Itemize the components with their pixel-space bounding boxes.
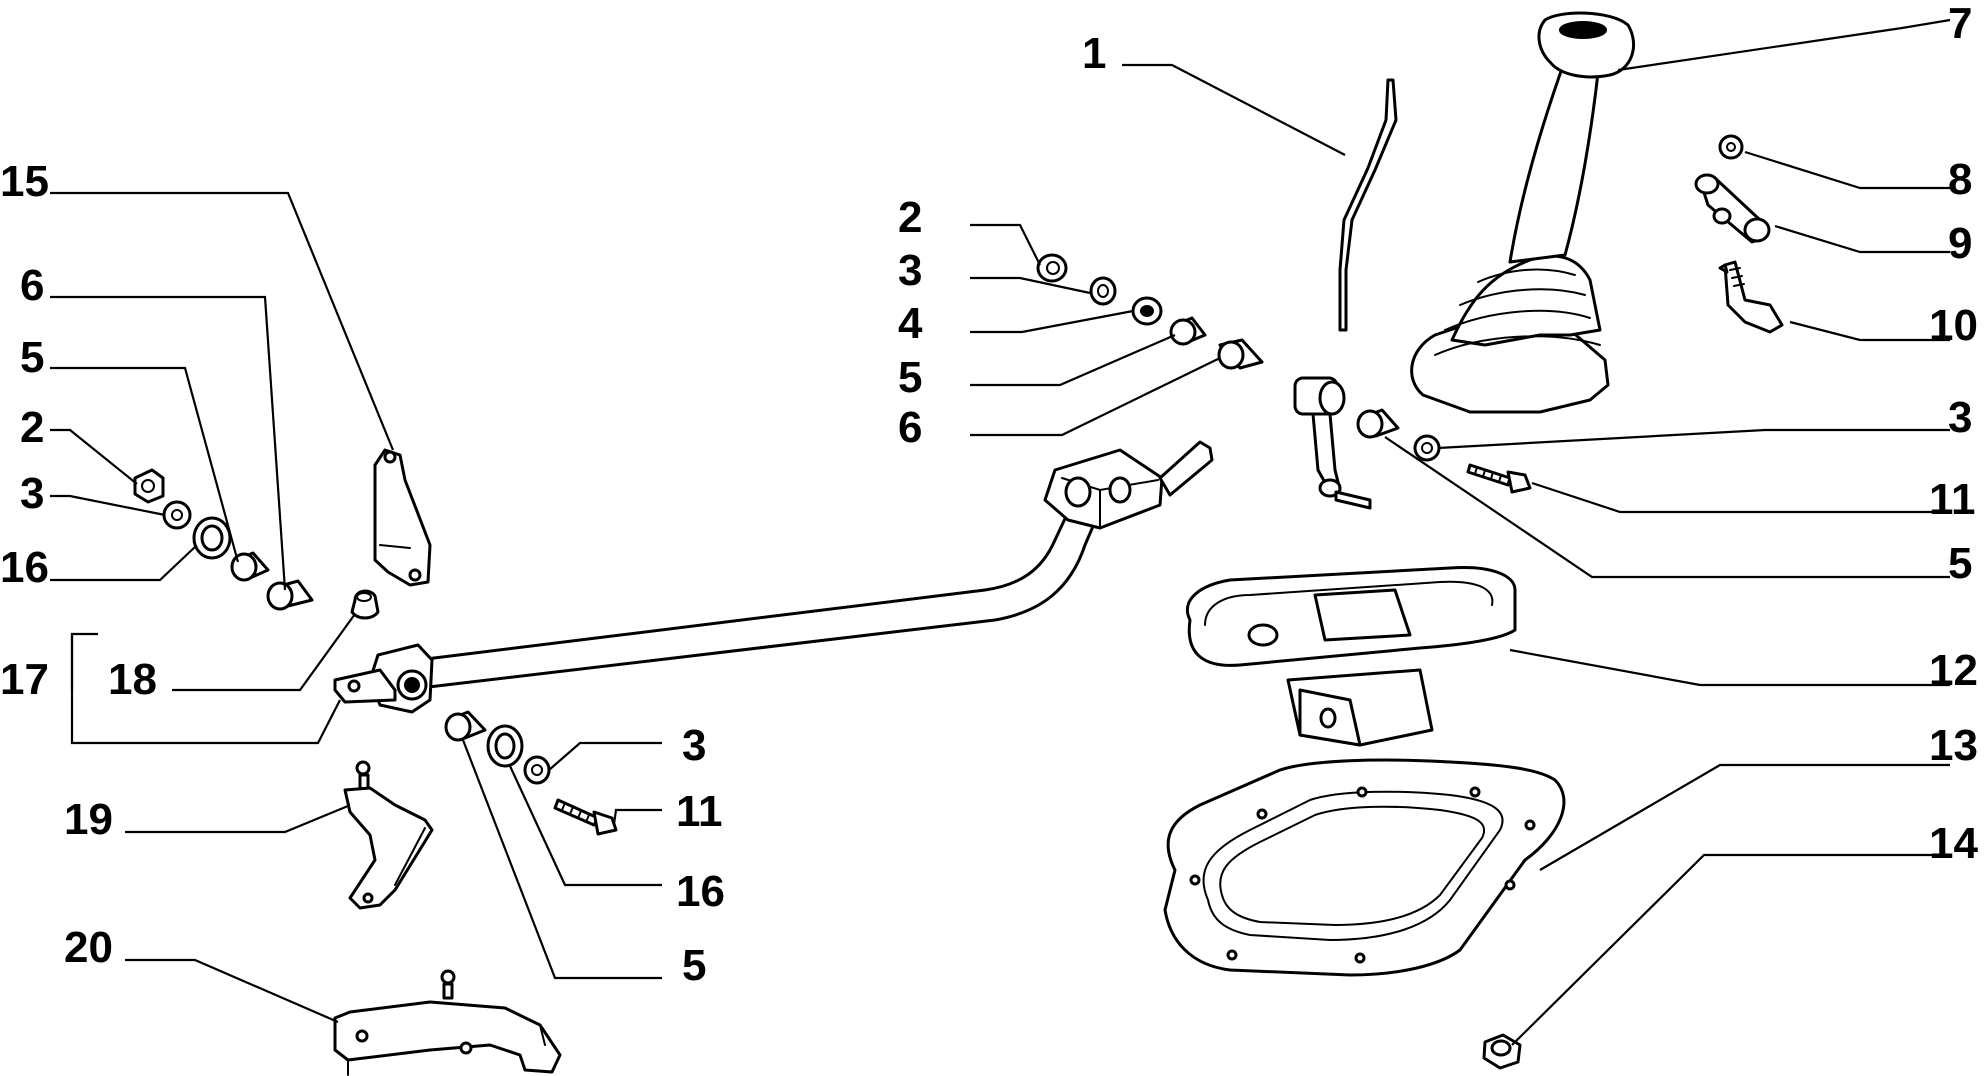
bushing-bottom — [444, 710, 487, 742]
callout-3-top: 3 — [898, 246, 922, 295]
callout-5-top: 5 — [898, 353, 922, 402]
callout-16-left: 16 — [0, 543, 49, 592]
callout-18: 18 — [108, 655, 157, 704]
callout-3-right: 3 — [1948, 393, 1972, 442]
callout-5-right: 5 — [1948, 539, 1972, 588]
leader-lines — [50, 18, 1951, 1046]
nut-left — [133, 468, 165, 504]
bushing-right — [1356, 408, 1400, 439]
callout-4: 4 — [898, 299, 923, 348]
callout-5-left: 5 — [20, 333, 44, 382]
lock-washer — [1131, 296, 1163, 326]
grommet — [350, 589, 380, 620]
bolt-bottom — [553, 798, 618, 836]
callout-11-right: 11 — [1929, 475, 1976, 524]
clamp-bracket — [1694, 173, 1771, 244]
callout-2-left: 2 — [20, 403, 44, 452]
callout-10: 10 — [1929, 301, 1978, 350]
callout-3-bottom: 3 — [682, 721, 706, 770]
stud-clip — [1718, 260, 1784, 334]
support-bracket-19 — [343, 760, 434, 910]
shift-lever-rod — [1293, 78, 1398, 510]
bushing-top — [1169, 316, 1207, 346]
washer-left — [162, 500, 192, 530]
group-bracket-17 — [70, 632, 98, 690]
nut-top — [1036, 253, 1068, 283]
callout-16-bottom: 16 — [676, 867, 725, 916]
callout-7: 7 — [1948, 0, 1972, 48]
callout-13: 13 — [1929, 721, 1978, 770]
callout-5-bottom: 5 — [682, 941, 706, 990]
callout-8: 8 — [1948, 155, 1972, 204]
callout-2-top: 2 — [898, 193, 922, 242]
spacer-top — [1217, 338, 1264, 370]
hex-nut-bottom — [1482, 1033, 1522, 1070]
callout-6-top: 6 — [898, 403, 922, 452]
callout-6-left: 6 — [20, 261, 44, 310]
callout-labels: 1 2 3 4 5 6 7 8 9 10 3 11 5 12 13 14 15 … — [0, 0, 1978, 990]
support-bracket-20 — [333, 969, 562, 1076]
small-nut — [1718, 134, 1744, 160]
callout-14: 14 — [1929, 819, 1978, 868]
washer-top — [1089, 276, 1117, 306]
callout-15: 15 — [0, 157, 49, 206]
callout-12: 12 — [1929, 646, 1978, 695]
callout-17: 17 — [0, 655, 49, 704]
seal-ring-bottom — [486, 724, 524, 768]
washer-bottom — [523, 755, 551, 785]
seal-ring-left — [192, 516, 232, 560]
callout-9: 9 — [1948, 219, 1972, 268]
spacer-left — [266, 579, 314, 611]
selector-rod — [333, 440, 1214, 714]
washer-right — [1413, 434, 1441, 462]
mounting-plate — [373, 448, 432, 587]
shift-housing — [1186, 565, 1517, 747]
gear-knob-and-boot — [1410, 11, 1636, 414]
base-gasket — [1163, 758, 1566, 977]
callout-11-bottom: 11 — [676, 787, 723, 836]
callout-20: 20 — [64, 923, 113, 972]
bolt-right — [1466, 463, 1532, 494]
callout-3-left: 3 — [20, 469, 44, 518]
callout-1: 1 — [1082, 29, 1106, 78]
callout-19: 19 — [64, 795, 113, 844]
